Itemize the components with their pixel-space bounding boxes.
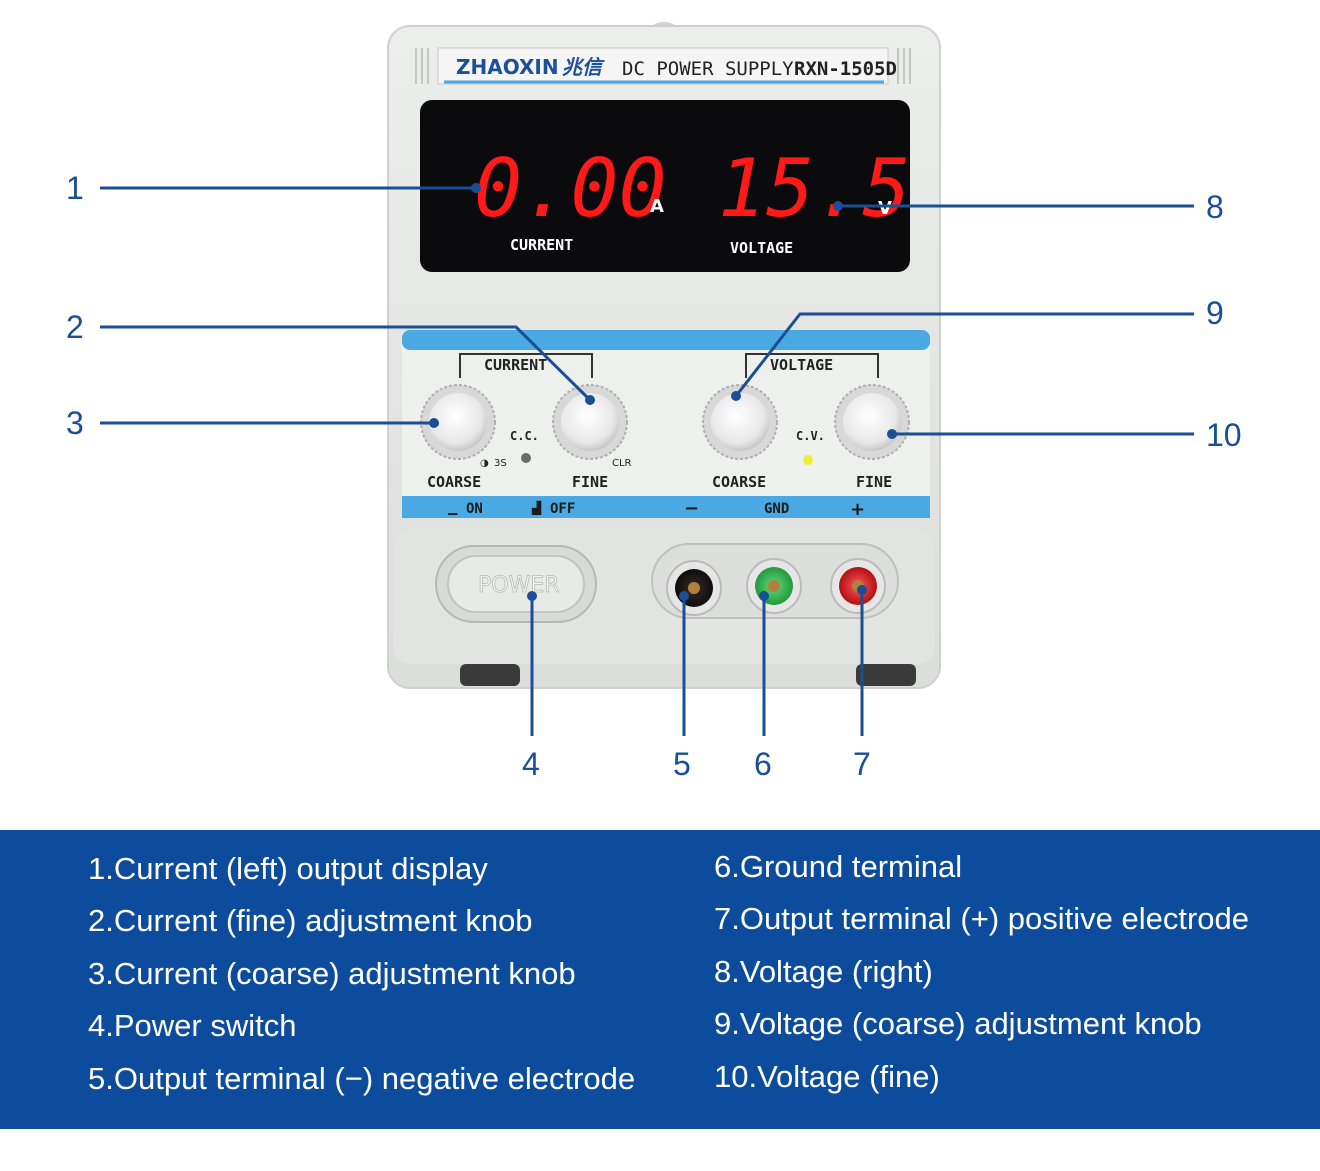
callout-number-6: 6 [754,746,772,782]
callout-line-9 [734,312,1194,397]
voltage-fine-label: FINE [856,473,892,491]
header-plate [437,47,889,85]
hold-label: 3S [494,458,507,469]
product-name: DC POWER SUPPLY [622,58,794,80]
current-fine-knob[interactable] [552,384,628,460]
brand-logo: ZHAOXIN [456,55,559,79]
callout-number-5: 5 [673,746,691,782]
on-icon: ▁ [447,501,458,515]
callout-lines [100,186,1194,736]
legend-item: 5.Output terminal (−) negative electrode [88,1061,636,1096]
voltage-readout: 15.5 [718,142,911,235]
off-icon: ▟ [531,500,542,515]
callout-dots [429,183,897,601]
legend-item: 6.Ground terminal [714,849,963,884]
hold-icon: ◑ [480,458,489,469]
foot-left [460,664,520,686]
power-label: POWER [478,573,560,598]
header-ribs-left [415,48,429,84]
power-button[interactable]: POWER [435,545,597,623]
callout-number-7: 7 [853,746,871,782]
current-coarse-label: COARSE [427,473,481,491]
legend-item: 4.Power switch [88,1008,297,1043]
legend-item: 1.Current (left) output display [88,851,488,886]
legend-item: 10.Voltage (fine) [714,1059,940,1094]
voltage-fine-knob[interactable] [834,384,910,460]
brand-chinese: 兆信 [562,55,605,79]
current-bracket [459,353,593,378]
legend-item: 3.Current (coarse) adjustment knob [88,956,576,991]
callout-number-9: 9 [1206,295,1224,331]
power-supply-illustration: ZHAOXIN 兆信 DC POWER SUPPLY RXN-1505D 0.0… [100,22,1194,736]
model-number: RXN-1505D [794,58,897,80]
voltage-bracket [745,353,879,378]
voltage-coarse-label: COARSE [712,473,766,491]
legend-panel: 1.Current (left) output display 2.Curren… [0,830,1320,1129]
plus-label: + [850,499,865,520]
voltage-display-label: VOLTAGE [730,239,793,257]
voltage-group-label: VOLTAGE [770,356,833,374]
cv-led [803,455,813,465]
legend-item: 7.Output terminal (+) positive electrode [714,901,1250,936]
current-readout: 0.00 [474,142,667,235]
panel-top-stripe [402,330,930,350]
current-coarse-knob[interactable] [420,384,496,460]
cv-label: C.V. [796,429,825,443]
callout-line-2 [100,325,592,402]
cc-label: C.C. [510,429,539,443]
current-unit: A [650,196,664,217]
callout-number-2: 2 [66,309,84,345]
voltage-unit: V [878,198,892,219]
on-label: ON [466,501,483,517]
current-fine-label: FINE [572,473,608,491]
callout-number-10: 10 [1206,417,1242,453]
cc-led [521,453,531,463]
legend-item: 2.Current (fine) adjustment knob [88,903,533,938]
callout-number-8: 8 [1206,189,1224,225]
voltage-coarse-knob[interactable] [702,384,778,460]
control-panel [402,330,930,518]
positive-terminal[interactable] [830,558,886,614]
current-display-label: CURRENT [510,236,573,254]
gnd-label: GND [764,501,789,517]
ground-terminal[interactable] [746,558,802,614]
callout-number-3: 3 [66,405,84,441]
foot-right [856,664,916,686]
off-label: OFF [550,501,575,517]
callout-number-4: 4 [522,746,540,782]
display-window [420,100,910,272]
minus-label: − [684,498,699,519]
clr-label: CLR [612,458,632,469]
negative-terminal[interactable] [666,560,722,616]
legend-item: 8.Voltage (right) [714,954,933,989]
current-group-label: CURRENT [484,356,547,374]
legend-item: 9.Voltage (coarse) adjustment knob [714,1006,1202,1041]
panel-bottom-stripe [402,496,930,518]
callout-number-1: 1 [66,170,84,206]
header-ribs-right [897,48,911,84]
